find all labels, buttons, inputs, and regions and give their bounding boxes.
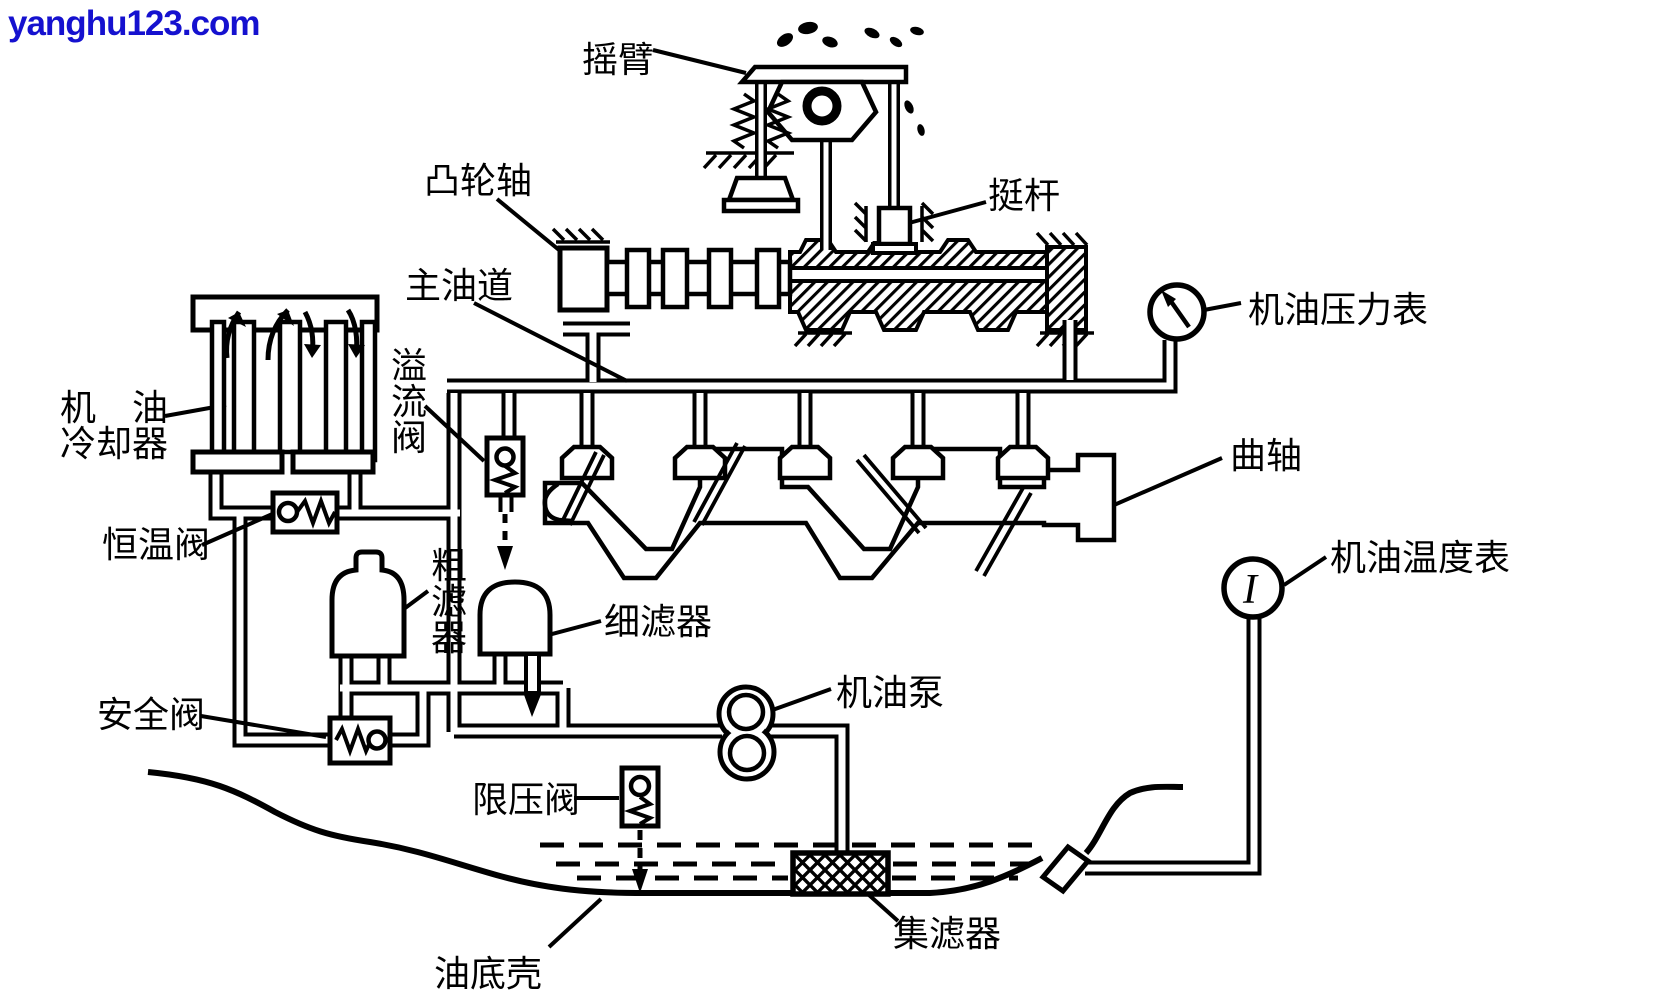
watermark-text: yanghu123.com	[8, 4, 261, 43]
fine-filter	[477, 579, 553, 717]
valve-spring	[729, 92, 793, 150]
label-overflow-char3: 阀	[391, 418, 427, 458]
coarse-filter	[329, 549, 407, 659]
label-oil-cooler-line1: 机 油	[60, 388, 168, 428]
rocker-arm-assembly	[721, 21, 925, 255]
label-coarse-char1: 粗	[431, 546, 467, 586]
label-crankshaft: 曲轴	[1230, 436, 1302, 476]
label-oil-cooler-line2: 冷却器	[60, 424, 168, 464]
ground-hatch-marks	[551, 151, 1094, 348]
temperature-sensor	[1039, 843, 1092, 895]
label-safety-valve: 安全阀	[97, 695, 205, 735]
label-thermostat-valve: 恒温阀	[102, 525, 210, 565]
oil-pressure-gauge	[1147, 282, 1207, 342]
label-main-oil-gallery: 主油道	[405, 266, 513, 306]
label-coarse-filter: 粗 滤 器	[431, 546, 467, 658]
label-pressure-limiting-valve: 限压阀	[472, 780, 580, 820]
oil-temperature-gauge: I	[1221, 556, 1285, 620]
diagram-labels: 摇臂 凸轮轴 挺杆 机油压力表 主油道 溢 流 阀 机 油 冷却器 恒温阀 曲轴…	[60, 40, 1510, 994]
label-rocker-arm: 摇臂	[582, 40, 654, 80]
label-camshaft: 凸轮轴	[424, 161, 532, 201]
label-fine-filter: 细滤器	[604, 602, 712, 642]
tappet	[871, 205, 918, 255]
main-bearing-caps	[559, 444, 1051, 481]
crank-oil-drillings	[560, 442, 1033, 577]
oil-splash-droplets	[776, 21, 925, 136]
overflow-valve	[484, 435, 526, 570]
label-oil-pan: 油底壳	[434, 954, 542, 994]
label-coarse-char2: 滤	[431, 582, 467, 622]
label-overflow-valve: 溢 流 阀	[391, 346, 427, 458]
temp-gauge-symbol: I	[1242, 567, 1259, 613]
label-tappet: 挺杆	[988, 176, 1060, 216]
camshaft-shaft	[557, 245, 793, 313]
label-oil-strainer: 集滤器	[893, 914, 1001, 954]
label-overflow-char2: 流	[391, 382, 427, 422]
oil-pump	[716, 684, 777, 782]
pressure-limiting-valve	[619, 765, 661, 893]
oil-pan-outline	[147, 769, 1184, 896]
cooler-arrowheads	[228, 310, 365, 358]
oil-cooler	[190, 294, 380, 475]
intake-valve	[721, 175, 801, 214]
label-oil-pump: 机油泵	[836, 673, 944, 713]
label-oil-pressure-gauge: 机油压力表	[1248, 290, 1428, 330]
oil-level-dashes	[540, 842, 1037, 881]
label-oil-cooler: 机 油 冷却器	[60, 388, 168, 464]
gauge-needle-tip	[1161, 290, 1176, 307]
thermostat-valve	[270, 490, 340, 535]
safety-valve	[327, 715, 393, 766]
label-overflow-char1: 溢	[391, 346, 427, 386]
label-oil-temperature-gauge: 机油温度表	[1330, 538, 1510, 578]
oil-strainer	[790, 850, 891, 897]
crankshaft	[542, 442, 1117, 581]
camshaft-block	[788, 238, 1088, 332]
label-coarse-char3: 器	[431, 618, 467, 658]
